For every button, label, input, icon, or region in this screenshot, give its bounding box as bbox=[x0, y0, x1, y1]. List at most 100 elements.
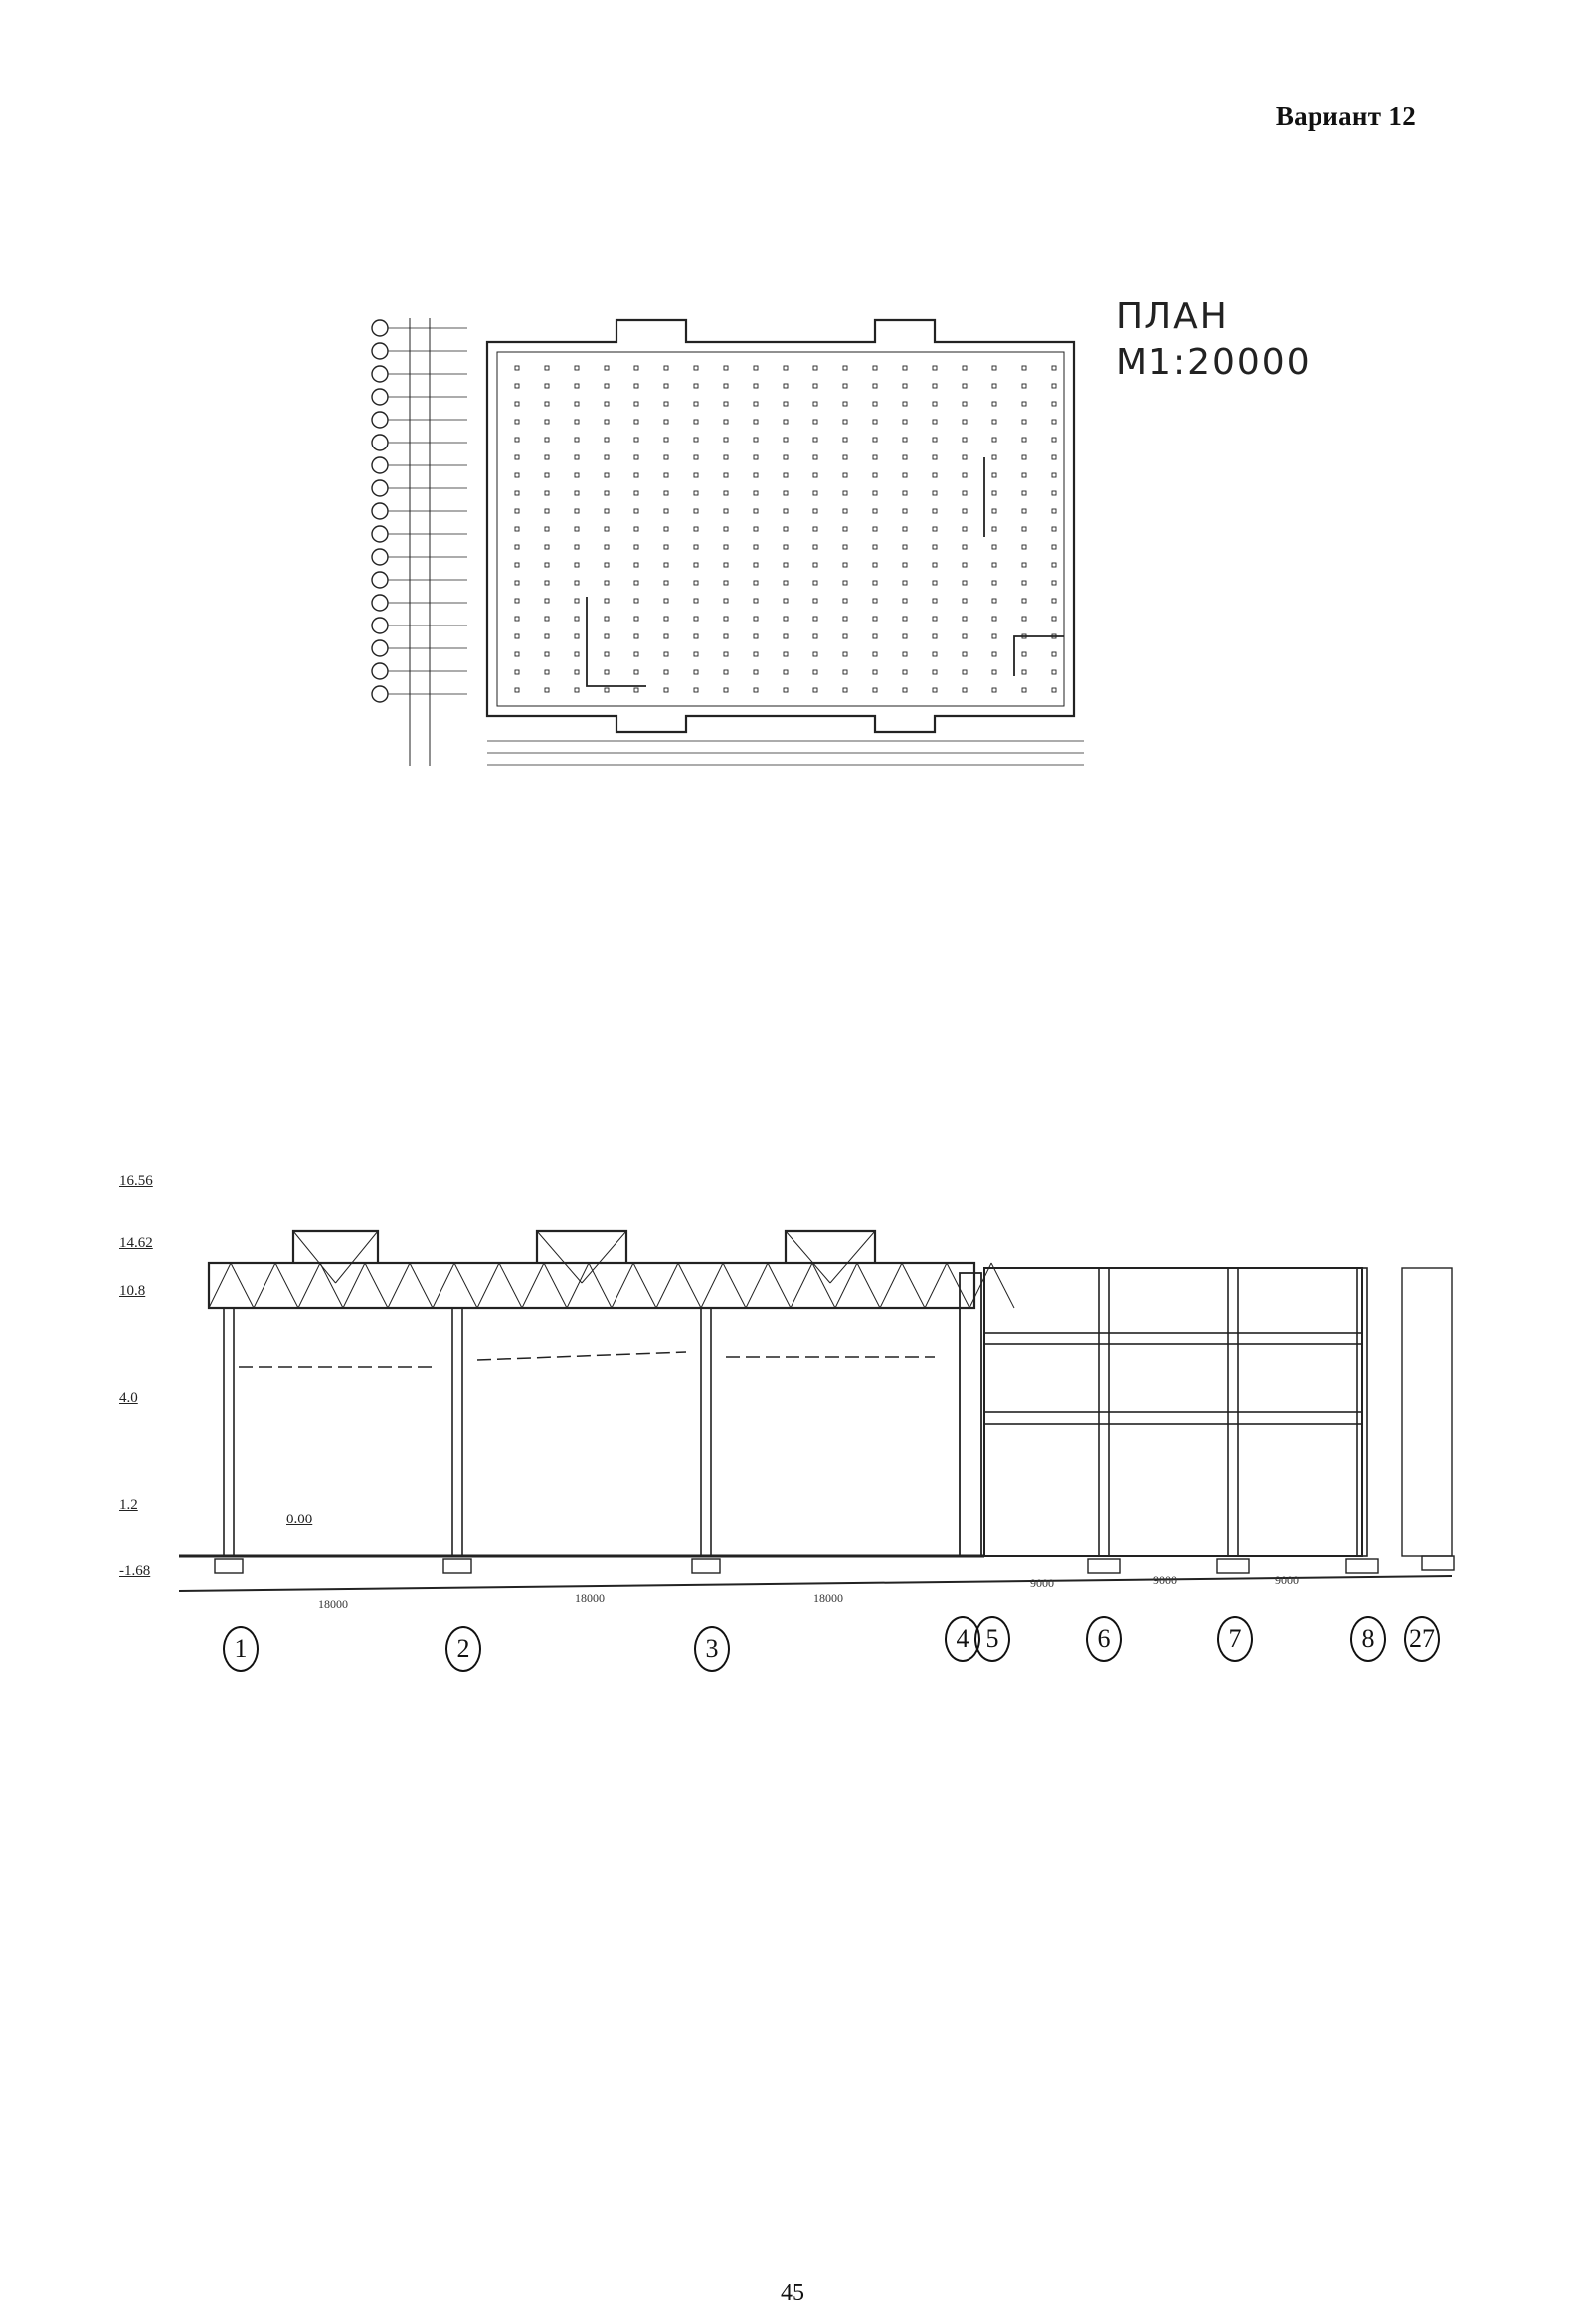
plan-column bbox=[1021, 598, 1027, 604]
plan-column bbox=[633, 508, 639, 514]
span-label-6: 9000 bbox=[1275, 1573, 1299, 1587]
plan-column bbox=[633, 437, 639, 443]
plan-column bbox=[932, 365, 938, 371]
plan-column bbox=[872, 401, 878, 407]
section-lantern-brace bbox=[292, 1230, 336, 1284]
plan-column bbox=[663, 365, 669, 371]
plan-column bbox=[991, 580, 997, 586]
plan-column bbox=[693, 383, 699, 389]
plan-column bbox=[842, 508, 848, 514]
plan-column bbox=[812, 437, 818, 443]
plan-column bbox=[693, 490, 699, 496]
plan-column bbox=[1051, 365, 1057, 371]
plan-column bbox=[723, 598, 729, 604]
plan-column bbox=[514, 365, 520, 371]
plan-column bbox=[514, 401, 520, 407]
plan-column bbox=[1021, 544, 1027, 550]
section-truss-diagonal bbox=[409, 1262, 434, 1309]
plan-column bbox=[783, 580, 789, 586]
plan-column bbox=[932, 419, 938, 425]
section-annex bbox=[1401, 1267, 1453, 1557]
plan-column bbox=[962, 562, 968, 568]
plan-axis-bubble bbox=[371, 594, 389, 612]
plan-column bbox=[663, 633, 669, 639]
plan-column bbox=[514, 651, 520, 657]
plan-column bbox=[723, 544, 729, 550]
plan-column bbox=[962, 454, 968, 460]
plan-column bbox=[872, 669, 878, 675]
plan-column bbox=[544, 598, 550, 604]
plan-column bbox=[663, 401, 669, 407]
plan-column bbox=[574, 651, 580, 657]
plan-axis-bubble bbox=[371, 639, 389, 657]
plan-column bbox=[693, 598, 699, 604]
plan-column bbox=[693, 472, 699, 478]
plan-column bbox=[723, 401, 729, 407]
section-axis-marker-1: 1 bbox=[223, 1626, 259, 1672]
plan-column bbox=[842, 562, 848, 568]
plan-column bbox=[902, 437, 908, 443]
plan-column bbox=[604, 598, 610, 604]
plan-column bbox=[574, 490, 580, 496]
plan-column bbox=[1051, 651, 1057, 657]
section-roof-lantern bbox=[291, 1229, 380, 1263]
elevation-label-3: 10.8 bbox=[119, 1283, 146, 1299]
plan-column bbox=[604, 669, 610, 675]
plan-column bbox=[812, 562, 818, 568]
section-footing bbox=[1087, 1558, 1121, 1574]
plan-inner-outline bbox=[496, 351, 1065, 707]
plan-column bbox=[604, 526, 610, 532]
plan-column bbox=[753, 651, 759, 657]
plan-column bbox=[514, 419, 520, 425]
plan-column bbox=[723, 437, 729, 443]
plan-column bbox=[604, 490, 610, 496]
plan-column bbox=[574, 454, 580, 460]
plan-column bbox=[604, 383, 610, 389]
plan-column bbox=[693, 454, 699, 460]
plan-column bbox=[663, 454, 669, 460]
plan-column bbox=[1051, 669, 1057, 675]
section-truss-diagonal bbox=[722, 1262, 747, 1309]
plan-column bbox=[574, 633, 580, 639]
plan-column bbox=[544, 383, 550, 389]
plan-column bbox=[514, 454, 520, 460]
plan-column bbox=[991, 669, 997, 675]
plan-partition bbox=[1013, 635, 1064, 676]
plan-column bbox=[902, 598, 908, 604]
plan-column bbox=[514, 562, 520, 568]
elevation-label-6: -1.68 bbox=[119, 1563, 151, 1579]
section-axis-marker-2: 2 bbox=[445, 1626, 481, 1672]
plan-column bbox=[633, 669, 639, 675]
plan-column bbox=[872, 616, 878, 622]
plan-column bbox=[663, 508, 669, 514]
plan-column bbox=[1021, 580, 1027, 586]
plan-column bbox=[842, 365, 848, 371]
plan-column bbox=[902, 544, 908, 550]
plan-column bbox=[753, 401, 759, 407]
plan-column bbox=[842, 526, 848, 532]
section-truss-diagonal bbox=[632, 1262, 657, 1309]
plan-column bbox=[902, 365, 908, 371]
plan-axis-bubble bbox=[371, 617, 389, 634]
plan-column bbox=[783, 562, 789, 568]
plan-column bbox=[783, 454, 789, 460]
plan-column bbox=[574, 562, 580, 568]
plan-axis-bubble bbox=[371, 456, 389, 474]
plan-column bbox=[902, 383, 908, 389]
plan-column bbox=[633, 454, 639, 460]
section-column bbox=[1098, 1267, 1110, 1557]
plan-column bbox=[544, 401, 550, 407]
section-footing bbox=[442, 1558, 472, 1574]
plan-column bbox=[604, 401, 610, 407]
plan-column bbox=[991, 454, 997, 460]
plan-axis-bubble bbox=[371, 525, 389, 543]
plan-column bbox=[723, 454, 729, 460]
plan-column bbox=[723, 687, 729, 693]
plan-column bbox=[902, 454, 908, 460]
section-roof-truss bbox=[207, 1261, 976, 1310]
plan-column bbox=[514, 598, 520, 604]
section-lantern-brace bbox=[581, 1230, 627, 1284]
plan-column bbox=[902, 616, 908, 622]
plan-column bbox=[872, 687, 878, 693]
section-truss-diagonal bbox=[834, 1262, 858, 1309]
